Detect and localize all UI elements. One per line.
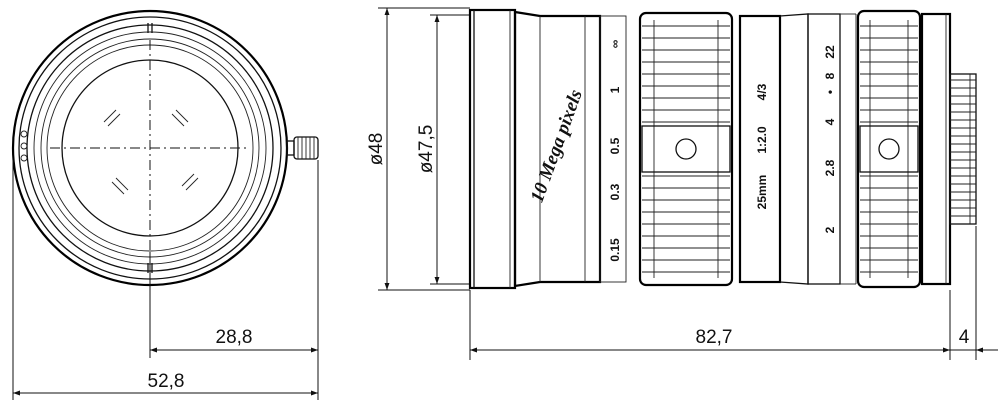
focal-length-label: 25mm [755, 175, 769, 210]
focus-scale-03: 0.3 [608, 183, 622, 200]
iris-scale-4: 4 [823, 118, 837, 125]
dimension-front-offset: 28,8 [216, 327, 253, 348]
iris-scale-dot: • [823, 90, 837, 94]
locking-screw [286, 136, 319, 160]
iris-lock-screw [878, 138, 900, 160]
front-view: 28,8 52,8 [11, 9, 319, 400]
dimension-length: 82,7 [696, 327, 733, 348]
dimension-outer-diameter: ø48 [366, 133, 387, 166]
iris-transition [779, 13, 809, 285]
iris-ring [856, 9, 922, 289]
iris-scale-8: 8 [823, 72, 837, 79]
ring-notches [147, 23, 153, 273]
iris-scale-28: 2.8 [823, 159, 837, 176]
focus-ring [638, 11, 734, 287]
iris-scale-22: 22 [823, 45, 837, 59]
focus-ring-knurl [642, 20, 730, 278]
aperture-ratio-label: 1:2.0 [755, 126, 769, 154]
glass-reflections [103, 109, 199, 195]
focus-scale-015: 0.15 [608, 238, 622, 262]
focus-scale-05: 0.5 [608, 137, 622, 154]
focus-scale-infinity: ∞ [608, 40, 622, 49]
side-view: ø48 ø47,5 10 Mega pixels 0.15 0.3 0.5 1 … [366, 7, 998, 360]
brand-label: 10 Mega pixels [527, 87, 587, 205]
mount-thread [949, 73, 977, 225]
focus-scale-1: 1 [608, 86, 622, 93]
dimension-mount-depth: 4 [959, 327, 970, 348]
dimension-inner-diameter: ø47,5 [416, 125, 437, 174]
focus-lock-screw [675, 138, 697, 160]
index-dots [20, 130, 28, 162]
format-label: 4/3 [755, 83, 769, 100]
dimension-front-width: 52,8 [148, 371, 185, 392]
middle-body [738, 14, 782, 284]
mount-thread-pitch [950, 74, 976, 224]
front-barrel [468, 8, 517, 290]
iris-scale-2: 2 [823, 226, 837, 233]
iris-ring-knurl [860, 20, 918, 278]
